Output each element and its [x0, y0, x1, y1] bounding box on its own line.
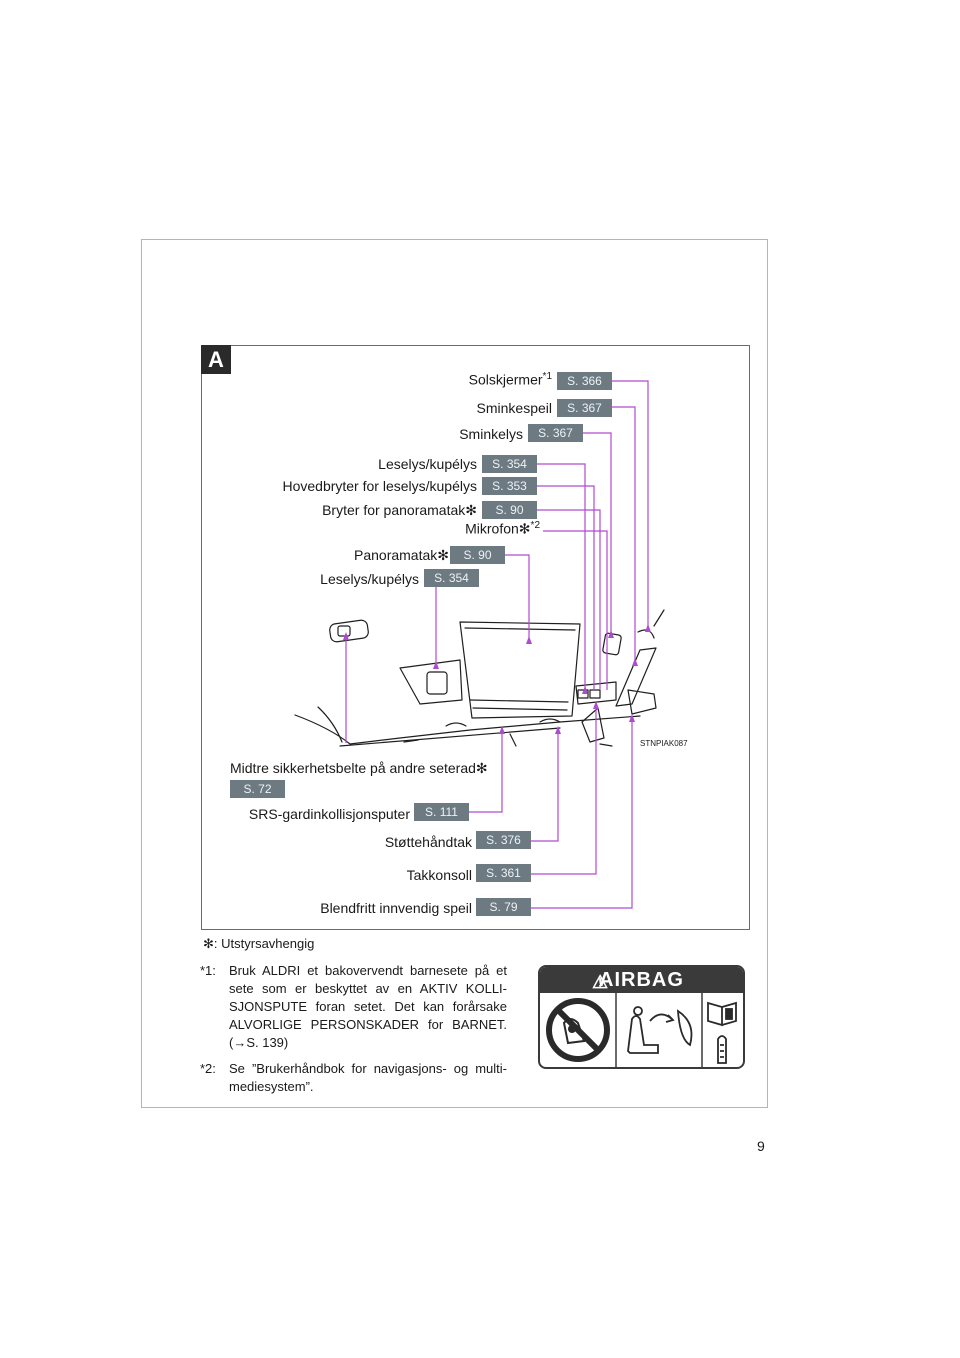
label-bryter-panoramatak: Bryter for panoramatak✻ [322, 502, 477, 518]
ref-midtre-belte[interactable]: S. 72 [230, 780, 285, 798]
label-blendfritt: Blendfritt innvendig speil [320, 900, 472, 916]
label-leselys-1: Leselys/kupélys [378, 456, 477, 472]
ref-blendfritt[interactable]: S. 79 [476, 898, 531, 916]
footnote-asterisk: ✻: Utstyrsavhengig [203, 936, 315, 951]
label-midtre-belte: Midtre sikkerhetsbelte på andre seterad✻ [230, 760, 488, 776]
ref-solskjermer[interactable]: S. 366 [557, 372, 612, 390]
warning-triangle-icon: ⚠ [592, 972, 610, 992]
ref-hovedbryter[interactable]: S. 353 [482, 477, 537, 495]
ref-leselys-1[interactable]: S. 354 [482, 455, 537, 473]
ceiling-illustration: STNPIAK087 [294, 380, 688, 909]
label-hovedbryter: Hovedbryter for leselys/kupélys [282, 478, 477, 494]
airbag-warning-label: ⚠ AIRBAG [538, 965, 745, 1069]
image-code: STNPIAK087 [640, 739, 688, 748]
footnote-1-mark: *1: [200, 963, 216, 978]
ref-sminkespeil[interactable]: S. 367 [557, 399, 612, 417]
label-solskjermer: Solskjermer*1 [468, 371, 552, 388]
footnote-1: *1: Bruk ALDRI et bakovervendt barnesete… [200, 962, 510, 1052]
footnote-2: *2: Se ”Brukerhåndbok for navigasjons- o… [200, 1060, 510, 1100]
label-stottehandtak: Støttehåndtak [384, 834, 472, 850]
ref-stottehandtak[interactable]: S. 376 [476, 831, 531, 849]
section-tag: A [201, 345, 231, 374]
page-number: 9 [757, 1138, 765, 1154]
diagram-panel [201, 345, 750, 930]
no-rear-facing-seat-icon [546, 998, 610, 1062]
label-sminkespeil: Sminkespeil [476, 400, 552, 416]
ref-srs[interactable]: S. 111 [414, 803, 469, 821]
footnote-2-mark: *2: [200, 1061, 216, 1076]
label-srs: SRS-gardinkollisjonsputer [248, 806, 410, 822]
ref-panoramatak[interactable]: S. 90 [450, 546, 505, 564]
footnote-2-text: Se ”Brukerhåndbok for navigasjons- og mu… [229, 1061, 507, 1094]
manual-book-icon [707, 1001, 737, 1064]
ref-leselys-2[interactable]: S. 354 [424, 569, 479, 587]
ref-takkonsoll[interactable]: S. 361 [476, 864, 531, 882]
label-takkonsoll: Takkonsoll [406, 867, 472, 883]
footnote-1-text: Bruk ALDRI et bakovervendt barnesete på … [229, 963, 507, 1050]
label-sminkelys: Sminkelys [459, 426, 523, 442]
label-mikrofon: Mikrofon✻*2 [465, 520, 540, 537]
label-panoramatak: Panoramatak✻ [354, 547, 449, 563]
ref-bryter-panoramatak[interactable]: S. 90 [482, 501, 537, 519]
seat-airbag-deploy-icon [627, 1006, 693, 1054]
ref-sminkelys[interactable]: S. 367 [528, 424, 583, 442]
label-leselys-2: Leselys/kupélys [320, 571, 419, 587]
airbag-pictograms [546, 993, 737, 1067]
airbag-heading: ⚠ AIRBAG [540, 967, 743, 993]
